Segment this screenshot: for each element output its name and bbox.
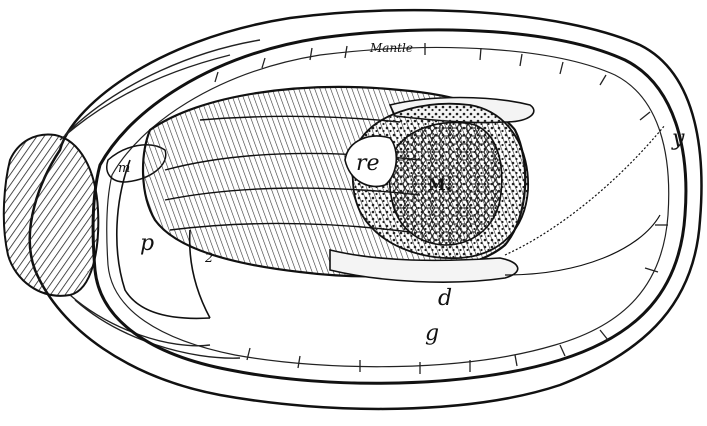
line-y [505,125,665,255]
label-p: p [140,231,154,256]
label-m: m [118,161,130,176]
label-M: M. [428,175,451,194]
label-g: g [425,321,439,346]
label-d: d [438,286,452,311]
line-g [505,215,660,275]
label-y: y [671,126,685,151]
label-re: re [356,151,380,176]
label-mantle: Mantle [369,41,413,55]
label-2: 2 [204,251,213,266]
hinge-ligament [4,134,98,295]
